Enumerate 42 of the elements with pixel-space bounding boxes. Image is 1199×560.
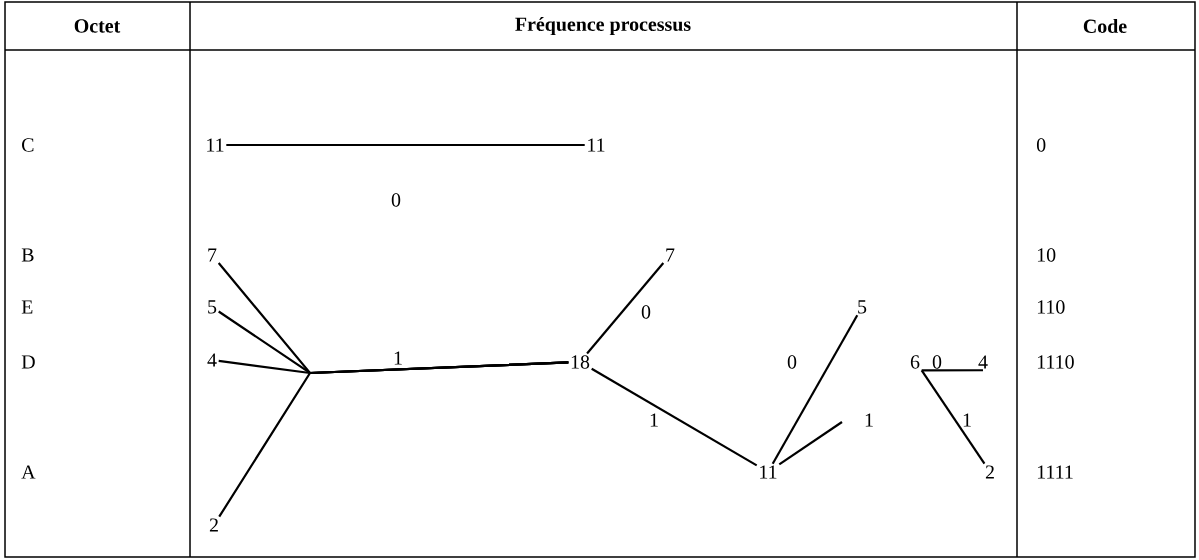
table-cell-text: C xyxy=(22,138,34,152)
tree-line xyxy=(226,143,585,147)
bit-label: 0 xyxy=(932,355,942,369)
tree-value: 7 xyxy=(666,248,675,262)
tree-value: 2 xyxy=(985,465,994,479)
table-cell-text: 110 xyxy=(1037,300,1065,314)
bit-label: 0 xyxy=(641,305,651,319)
bit-label: 1 xyxy=(963,413,971,427)
tree-line xyxy=(921,369,983,372)
bit-label: 0 xyxy=(787,355,797,369)
bit-label: 1 xyxy=(865,413,873,427)
table-cell-text: 10 xyxy=(1037,248,1056,262)
tree-value: 18 xyxy=(571,355,590,369)
table-cell-text: B xyxy=(21,248,34,262)
table-cell-text: 0 xyxy=(1036,138,1046,152)
tree-value: 11 xyxy=(207,138,224,152)
bit-label: 1 xyxy=(650,413,658,427)
table-cell-text: D xyxy=(21,355,35,369)
tree-line xyxy=(771,314,859,465)
tree-value: 2 xyxy=(209,518,218,532)
table-cell-text: E xyxy=(21,300,33,314)
tree-line xyxy=(586,262,665,355)
tree-value: 11 xyxy=(760,465,777,479)
tree-line xyxy=(778,421,843,466)
tree-line xyxy=(591,367,758,467)
bit-label: 0 xyxy=(391,193,401,207)
tree-value: 4 xyxy=(978,355,988,369)
table-cell-text: 1110 xyxy=(1037,355,1074,369)
tree-line xyxy=(920,369,986,465)
bit-label: 1 xyxy=(394,351,402,365)
tree-value: 4 xyxy=(207,353,217,367)
tree-value: 5 xyxy=(208,300,217,314)
column-header: Code xyxy=(1083,19,1127,33)
tree-line xyxy=(218,361,569,518)
tree-value: 7 xyxy=(208,248,217,262)
column-header: Fréquence processus xyxy=(515,16,691,36)
tree-value: 5 xyxy=(858,300,867,314)
tree-value: 6 xyxy=(910,355,920,369)
column-header: Octet xyxy=(74,19,121,33)
table-cell-text: A xyxy=(21,465,36,479)
tree-value: 11 xyxy=(588,138,605,152)
table-cell-text: 1111 xyxy=(1037,465,1073,479)
